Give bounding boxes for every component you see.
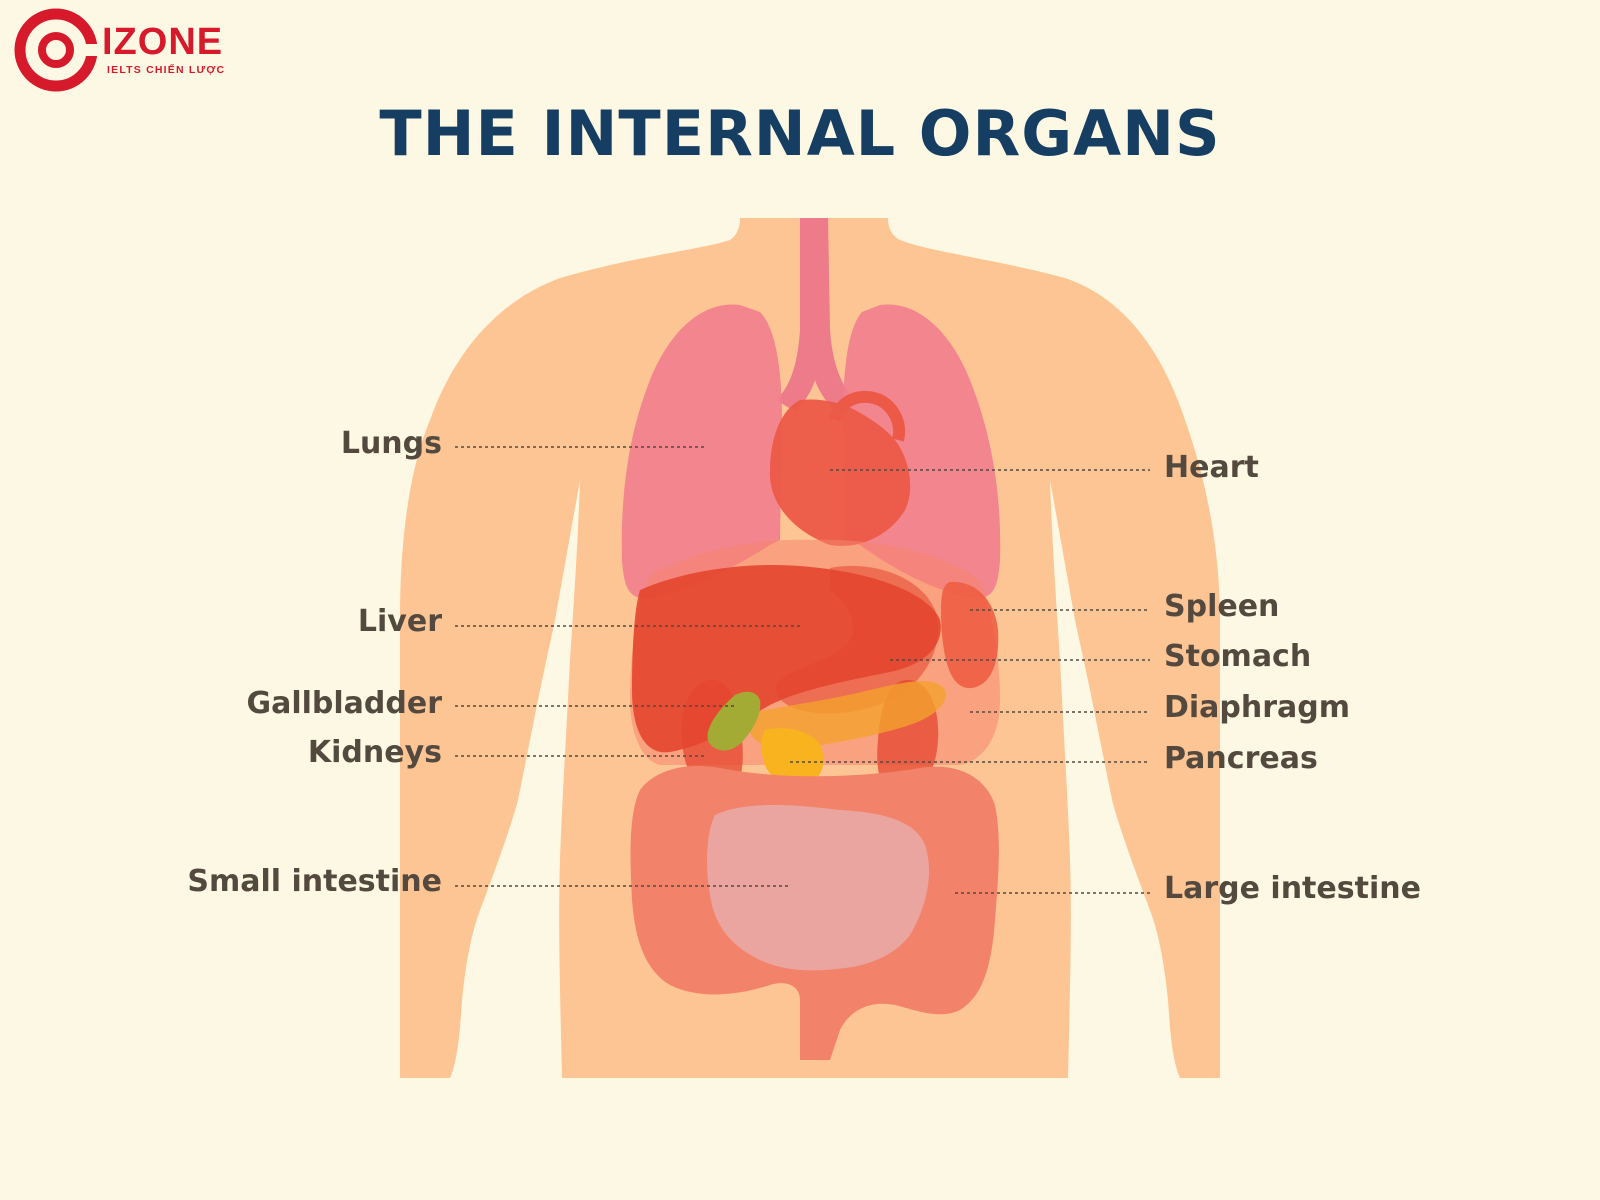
heart-aorta [829, 390, 905, 442]
spleen-organ [940, 581, 999, 689]
label-kidneys: Kidneys [307, 735, 442, 770]
stomach-organ [776, 565, 939, 714]
izone-logo: IZONE IELTS CHIẾN LƯỢC [14, 6, 254, 92]
label-heart: Heart [1164, 450, 1259, 485]
label-stomach: Stomach [1164, 639, 1312, 674]
brand-tagline: IELTS CHIẾN LƯỢC [107, 64, 226, 76]
label-small-intestine: Small intestine [187, 864, 442, 899]
pancreas-head [761, 728, 824, 786]
label-large-intestine: Large intestine [1164, 871, 1421, 906]
left-lung [621, 304, 782, 599]
trachea [776, 218, 855, 412]
brand-name: IZONE [102, 21, 224, 63]
label-liver: Liver [357, 604, 442, 639]
gallbladder-organ [707, 691, 761, 751]
label-lungs: Lungs [340, 426, 442, 461]
label-gallbladder: Gallbladder [246, 686, 442, 721]
page-title: THE INTERNAL ORGANS [379, 97, 1221, 170]
label-spleen: Spleen [1164, 589, 1280, 624]
label-pancreas: Pancreas [1164, 741, 1318, 776]
heart-organ [769, 399, 911, 546]
leader-lines [455, 446, 1150, 894]
label-diaphragm: Diaphragm [1164, 690, 1351, 725]
small-intestine-organ [707, 805, 930, 971]
target-logo-icon [14, 8, 98, 92]
